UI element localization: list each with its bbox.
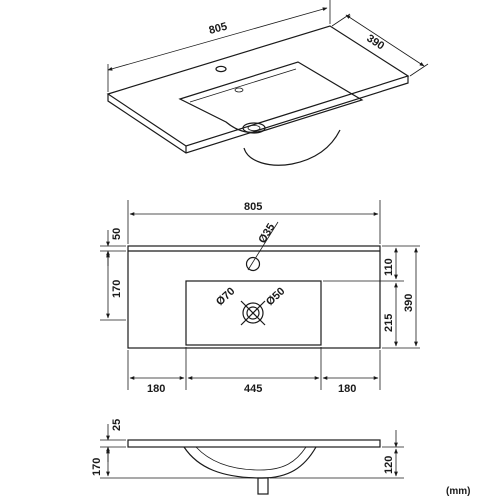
side-bowl-profile (183, 446, 317, 479)
plan-right-215-label: 215 (383, 314, 395, 332)
iso-bowl-underside (243, 129, 341, 166)
iso-overflow-hole (234, 87, 244, 93)
iso-drain (242, 122, 266, 134)
side-waste-pipe (257, 477, 269, 495)
iso-slab-top (106, 25, 410, 147)
iso-width-dim-line (107, 7, 328, 71)
plan-waste-label: Ø50 (264, 285, 287, 308)
plan-right-390-label: 390 (403, 294, 415, 312)
plan-left-top-label: 50 (111, 228, 123, 240)
plan-tap-hole (245, 256, 261, 272)
plan-waste-outer (242, 302, 264, 324)
plan-tap-leader (247, 221, 279, 271)
iso-tap-hole (215, 65, 227, 73)
side-view: 25 170 120 (mm) (91, 419, 470, 497)
side-top-thickness-label: 25 (111, 419, 123, 431)
plan-bottom-right-label: 180 (338, 383, 356, 395)
units-label: (mm) (446, 486, 470, 497)
side-bowl-inner (195, 446, 307, 471)
plan-waste-inner (246, 306, 260, 320)
plan-bottom-middle-label: 445 (244, 383, 262, 395)
plan-bottom-left-label: 180 (147, 383, 165, 395)
plan-tap-label: Ø35 (256, 222, 277, 246)
plan-overflow-label: Ø70 (214, 285, 237, 308)
plan-slab-outline (127, 245, 381, 349)
side-slab (127, 439, 381, 448)
iso-depth-ext-front (409, 63, 429, 77)
plan-bowl (185, 280, 322, 346)
plan-right-110-label: 110 (383, 258, 395, 276)
iso-depth-dim-line (345, 14, 425, 67)
iso-bowl-inner-rim (189, 68, 297, 103)
iso-drain-inner (247, 125, 261, 132)
plan-width-label: 805 (244, 201, 262, 213)
plan-waste-cross-b (240, 300, 266, 326)
iso-slab-front-edge (107, 76, 409, 154)
side-right-height-label: 120 (383, 456, 395, 474)
isometric-view: 805 390 (106, 0, 429, 166)
iso-bowl-opening (178, 61, 364, 133)
plan-left-bottom-label: 170 (111, 280, 123, 298)
plan-view: 805 Ø35 Ø70 Ø50 50 170 110 215 390 (100, 200, 420, 395)
side-left-height-label: 170 (91, 458, 103, 476)
iso-width-label: 805 (208, 21, 229, 37)
